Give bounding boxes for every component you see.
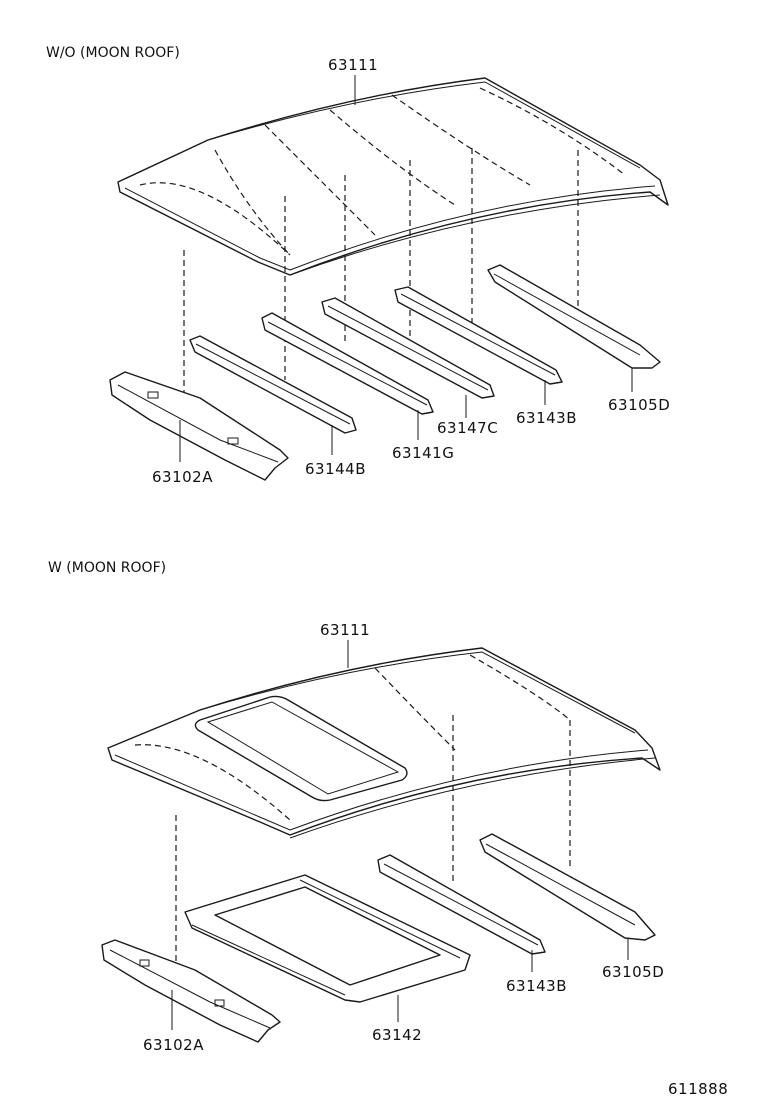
label-63147c: 63147C — [437, 419, 498, 437]
label-63142: 63142 — [372, 1026, 422, 1044]
part-63143b-top — [394, 286, 563, 385]
part-63105d-top — [487, 264, 661, 369]
assembly-lines-bottom — [175, 715, 571, 968]
label-63102a-bottom: 63102A — [143, 1036, 204, 1054]
label-63144b: 63144B — [305, 460, 366, 478]
section-title-with-moonroof: W (MOON ROOF) — [48, 560, 166, 576]
part-63147c — [321, 297, 495, 399]
roof-panel-top — [117, 77, 669, 276]
section-title-without-moonroof: W/O (MOON ROOF) — [46, 45, 180, 61]
part-63102a-bottom — [101, 939, 281, 1043]
label-63105d-bottom: 63105D — [602, 963, 664, 981]
part-63144b — [189, 335, 357, 434]
roof-panel-bottom — [107, 647, 661, 839]
part-63143b-bottom — [377, 854, 546, 955]
assembly-lines-top — [183, 148, 579, 418]
part-63102a-top — [109, 371, 289, 481]
label-63141g: 63141G — [392, 444, 454, 462]
part-63142 — [184, 874, 471, 1003]
label-63102a-top: 63102A — [152, 468, 213, 486]
part-63105d-bottom — [479, 833, 656, 941]
label-63111-top: 63111 — [328, 56, 378, 74]
label-63111-bottom: 63111 — [320, 621, 370, 639]
label-63143b-top: 63143B — [516, 409, 577, 427]
label-63143b-bottom: 63143B — [506, 977, 567, 995]
figure-number: 611888 — [668, 1080, 728, 1098]
part-63141g — [261, 312, 434, 415]
label-63105d-top: 63105D — [608, 396, 670, 414]
